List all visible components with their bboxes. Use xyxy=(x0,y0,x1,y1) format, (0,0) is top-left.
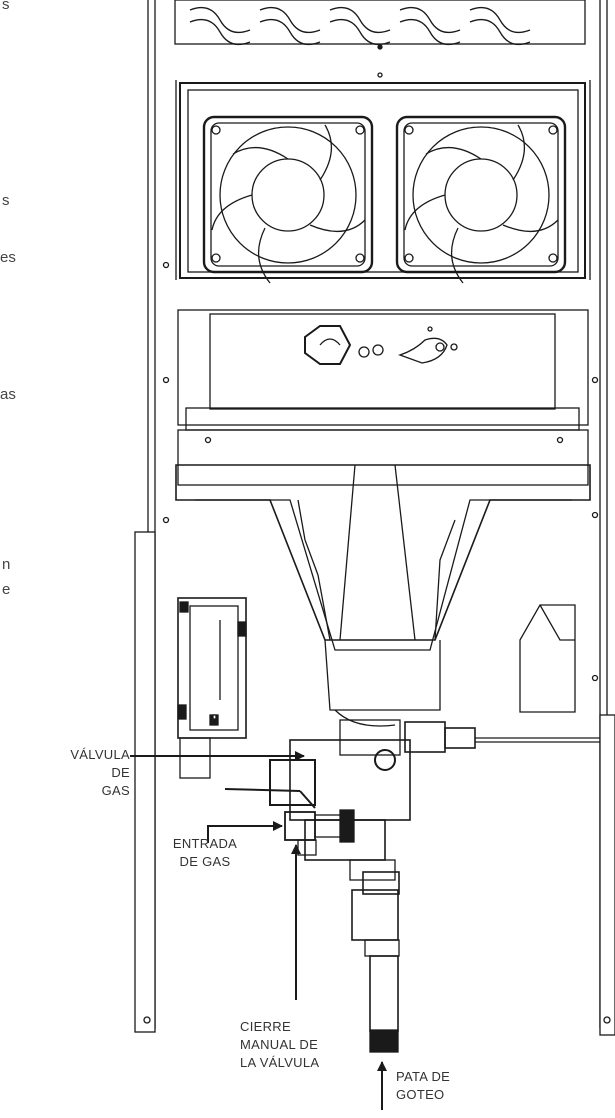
label-gas-inlet-line-2: DE GAS xyxy=(179,854,231,869)
left-text-fragment-6: e xyxy=(2,581,11,598)
label-drip-leg-line-2: GOTEO xyxy=(396,1087,445,1102)
gas-inlet-arrow xyxy=(207,821,283,843)
label-drip-leg: PATA DE GOTEO xyxy=(396,1068,476,1104)
left-text-fragment-1: s xyxy=(2,0,10,13)
left-text-fragment-2: s xyxy=(2,192,10,209)
label-manual-shutoff-line-2: MANUAL DE xyxy=(240,1037,319,1052)
cabinet-frame xyxy=(134,0,615,1036)
gas-valve xyxy=(269,719,600,881)
left-text-fragment-4: as xyxy=(0,386,16,403)
label-manual-shutoff-line-3: LA VÁLVULA xyxy=(240,1055,320,1070)
label-gas-valve-line-2: GAS xyxy=(101,783,130,798)
left-text-fragment-5: n xyxy=(2,556,11,573)
drip-leg xyxy=(351,871,400,1053)
callout-arrows xyxy=(130,751,387,1110)
burner-funnel xyxy=(175,464,591,727)
left-cooling-fan xyxy=(202,115,374,284)
label-gas-valve: VÁLVULA DE GAS xyxy=(60,746,130,800)
manual-shutoff-valve xyxy=(224,788,355,856)
right-cooling-fan xyxy=(395,115,567,284)
label-manual-shutoff-line-1: CIERRE xyxy=(240,1019,291,1034)
right-side-bracket xyxy=(519,604,576,713)
label-manual-shutoff: CIERRE MANUAL DE LA VÁLVULA xyxy=(240,1018,350,1072)
label-gas-inlet: ENTRADA DE GAS xyxy=(170,835,240,871)
label-drip-leg-line-1: PATA DE xyxy=(396,1069,451,1084)
heat-exchanger-coils xyxy=(174,0,586,50)
left-text-fragment-3: es xyxy=(0,249,16,266)
label-gas-valve-line-1: VÁLVULA DE xyxy=(70,747,130,780)
fan-tray xyxy=(175,72,591,280)
combustion-housing xyxy=(177,309,589,486)
control-board xyxy=(177,597,247,779)
label-gas-inlet-line-1: ENTRADA xyxy=(172,836,238,851)
